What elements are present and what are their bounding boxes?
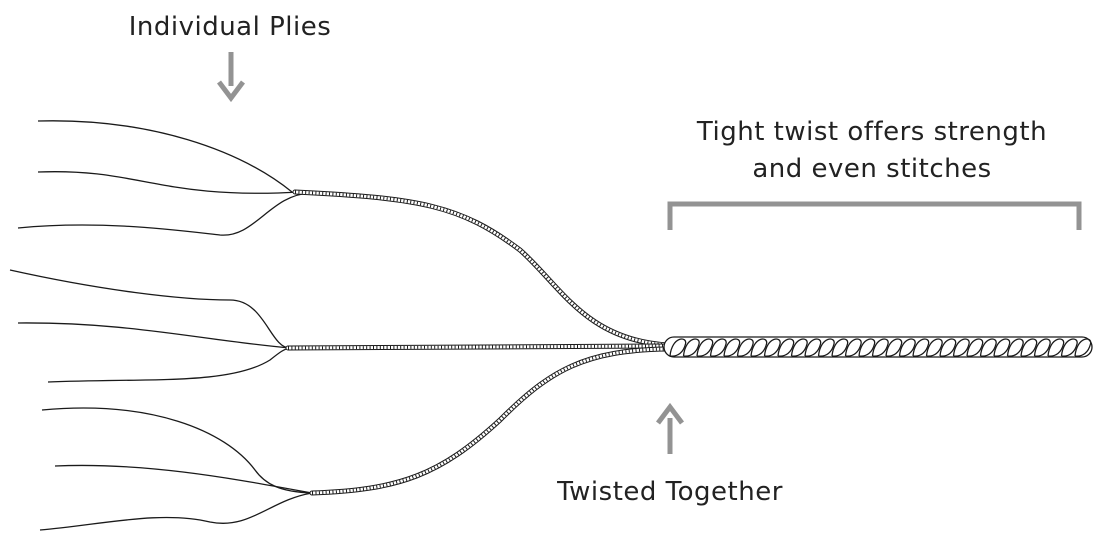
rope-twist-segment	[1033, 338, 1051, 357]
tight-twist-label-line1: Tight twist offers strength	[696, 117, 1047, 147]
twisted-together-label: Twisted Together	[556, 477, 783, 507]
rope-twist-segment	[925, 338, 943, 357]
twisted-strand-top	[292, 189, 671, 348]
rope-twist-segment	[1047, 338, 1065, 357]
rope-twist-segment	[790, 338, 808, 357]
ply-group-bottom	[39, 407, 313, 531]
rope-twist-segment	[1020, 338, 1038, 357]
rope-twist-segment	[993, 338, 1011, 357]
individual-plies-label: Individual Plies	[129, 12, 332, 42]
rope-twist-segment	[750, 338, 768, 357]
rope-twist-segment	[777, 338, 795, 357]
rope-twist-segment	[885, 338, 903, 357]
rope-twist-segment	[1060, 338, 1078, 357]
tight-twist-label-line2: and even stitches	[752, 154, 991, 184]
rope-twist-segment	[696, 338, 714, 357]
rope-twist-segment	[1074, 338, 1092, 357]
rope-twist-segment	[871, 338, 889, 357]
rope-twist-segment	[763, 338, 781, 357]
rope-twist-segment	[952, 338, 970, 357]
rope-twist-segment	[682, 338, 700, 357]
down-arrow-icon	[217, 52, 245, 103]
rope-twist-segment	[1006, 338, 1024, 357]
twisted-strand-bottom	[309, 346, 671, 496]
rope-twist-segment	[817, 338, 835, 357]
ply-group-top	[17, 120, 311, 236]
up-arrow-icon	[656, 402, 684, 454]
ply-group-middle	[9, 269, 291, 383]
rope-twist-segment	[912, 338, 930, 357]
rope-twist-segment	[858, 338, 876, 357]
rope-twist-segment	[844, 338, 862, 357]
rope-twist-segment	[804, 338, 822, 357]
rope-twist-segment	[669, 338, 687, 357]
bracket-marker	[667, 201, 1082, 230]
twisted-rope	[663, 336, 1093, 358]
rope-twist-segment	[979, 338, 997, 357]
rope-twist-segment	[723, 338, 741, 357]
rope-twist-segment	[736, 338, 754, 357]
rope-twist-segment	[831, 338, 849, 357]
rope-twist-segment	[898, 338, 916, 357]
rope-twist-segment	[709, 338, 727, 357]
rope-twist-segment	[966, 338, 984, 357]
twisted-strand-middle	[285, 343, 671, 351]
rope-twist-segment	[939, 338, 957, 357]
